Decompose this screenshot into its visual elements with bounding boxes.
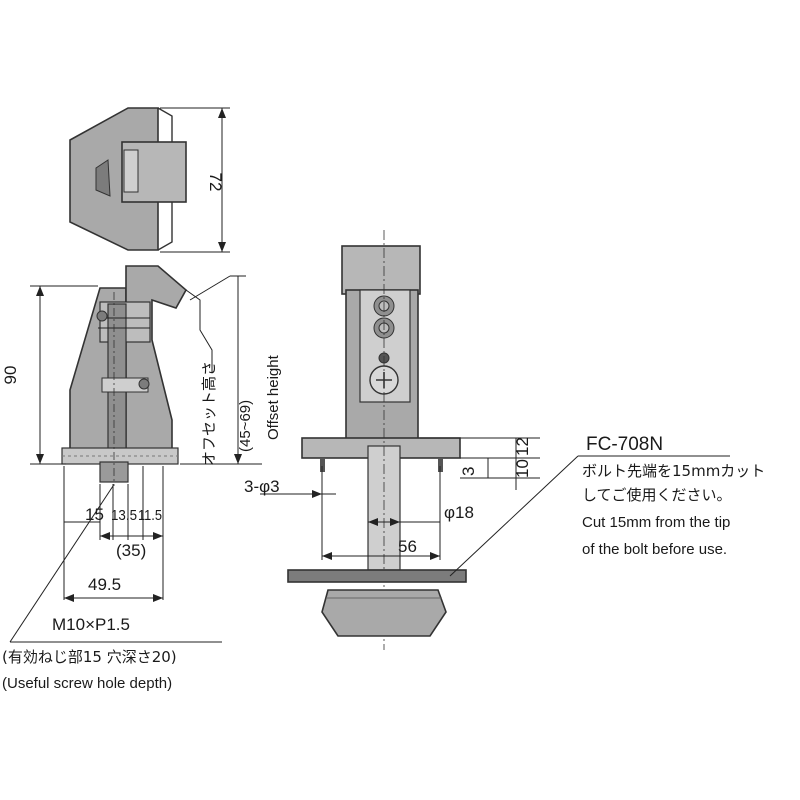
- side-section-latch: [61, 265, 188, 486]
- d10-dim: 10: [513, 459, 532, 478]
- note-jp-1: ボルト先端を15mmカット: [582, 462, 765, 480]
- dim-72: 72: [160, 107, 230, 253]
- d12-dim: 12: [513, 437, 532, 456]
- holes-dim: 3-φ3: [244, 477, 280, 496]
- thread-spec: M10×P1.5: [52, 615, 130, 634]
- offset-height-en: Offset height: [265, 354, 282, 440]
- offset-height-jp: オフセット高さ: [200, 361, 218, 466]
- dim-11-5: 11.5: [138, 507, 162, 524]
- offset-range: (45~69): [237, 400, 254, 452]
- top-view-latch: [69, 107, 187, 251]
- dim-35: (35): [116, 541, 146, 560]
- part-callout: FC-708N ボルト先端を15mmカット してご使用ください。 Cut 15m…: [449, 434, 765, 577]
- note-en-2: of the bolt before use.: [582, 541, 727, 558]
- part-number: FC-708N: [586, 434, 663, 455]
- dim-offset-height: オフセット高さ (45~69) Offset height: [180, 275, 282, 466]
- dims-right: 3-φ3 φ18 56 3 12 10: [244, 437, 540, 560]
- d3-dim: 3: [459, 467, 478, 476]
- dim-90-label: 90: [1, 366, 20, 385]
- dim-49-5: 49.5: [88, 575, 121, 594]
- dim-90: 90: [1, 285, 98, 465]
- note-en-1: Cut 15mm from the tip: [582, 514, 730, 531]
- dims-bottom-left: 15 13.5 11.5 (35) 49.5: [63, 466, 164, 602]
- dim-72-label: 72: [206, 173, 225, 192]
- receiver-assembly: [287, 230, 467, 650]
- w56-dim: 56: [398, 537, 417, 556]
- dim-13-5: 13.5: [111, 507, 137, 524]
- thread-jp: (有効ねじ部15 穴深さ20): [2, 648, 177, 666]
- thread-callout: M10×P1.5 (有効ねじ部15 穴深さ20) (Useful screw h…: [2, 485, 222, 692]
- phi18-dim: φ18: [444, 503, 474, 522]
- note-jp-2: してご使用ください。: [582, 486, 732, 504]
- thread-en: (Useful screw hole depth): [2, 675, 172, 692]
